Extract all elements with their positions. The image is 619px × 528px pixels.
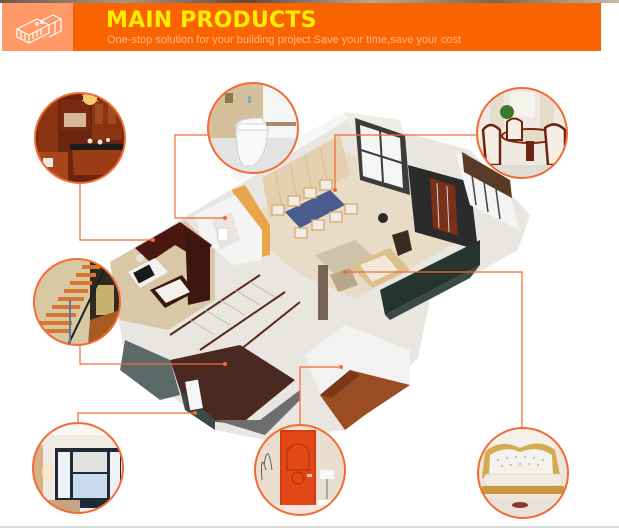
connector-door <box>299 366 341 425</box>
page-title: MAIN PRODUCTS <box>106 8 317 33</box>
connector-window <box>77 412 195 423</box>
product-circle-stairs[interactable] <box>33 258 121 346</box>
product-circle-dining[interactable] <box>476 87 568 179</box>
connector-stairs <box>79 345 225 365</box>
top-photo-strip <box>0 0 619 3</box>
connector-toilet <box>174 134 225 219</box>
connector-sofa <box>345 271 523 428</box>
header-banner: MAIN PRODUCTS One-stop solution for your… <box>73 3 601 51</box>
category-icon-box <box>2 3 75 51</box>
bottom-divider <box>0 526 619 528</box>
product-circle-door[interactable] <box>254 424 346 516</box>
house-model <box>110 112 530 440</box>
product-circle-kitchen[interactable] <box>34 91 126 184</box>
kitchen-cabinet-outline-icon <box>15 14 62 44</box>
connector-lines <box>77 134 523 428</box>
connector-kitchen <box>79 183 153 241</box>
product-circle-sofa[interactable] <box>477 427 569 519</box>
connector-dots <box>151 188 347 415</box>
connector-dining <box>334 134 476 190</box>
product-circle-window[interactable] <box>32 422 124 514</box>
product-circle-toilet[interactable] <box>207 82 299 174</box>
page-subtitle: One-stop solution for your building proj… <box>107 34 462 46</box>
